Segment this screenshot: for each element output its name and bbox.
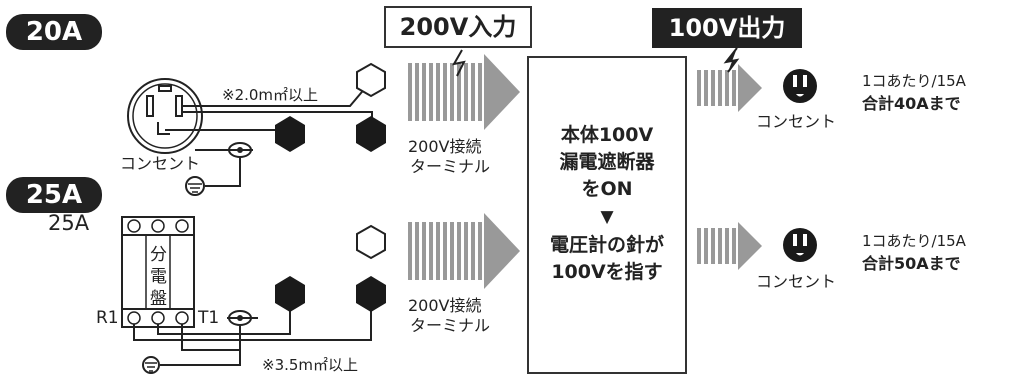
distribution-panel bbox=[121, 216, 195, 328]
breaker-knob-icon bbox=[227, 310, 253, 326]
outlet-label-top-right: コンセント bbox=[756, 112, 837, 131]
outlet-label-bottom-right: コンセント bbox=[756, 272, 837, 291]
terminal-hex-filled-icon bbox=[356, 116, 386, 152]
panel-rating: 25A bbox=[48, 211, 90, 235]
outlet-bottom-right-icon bbox=[783, 228, 817, 262]
label-r1: R1 bbox=[96, 308, 119, 328]
terminal-label-bottom-line2: ターミナル bbox=[410, 316, 491, 335]
bottom-capacity-line2: 合計50Aまで bbox=[862, 254, 961, 273]
input-arrow-top-icon bbox=[408, 54, 520, 130]
main-line1: 本体100V bbox=[560, 124, 654, 146]
ground-icon bbox=[142, 356, 160, 374]
output-callout: 100V出力 bbox=[652, 8, 802, 48]
panel-char: 電 bbox=[150, 267, 167, 287]
main-unit-box: 本体100V 漏電遮断器 をON ▼ 電圧計の針が 100Vを指す bbox=[527, 56, 687, 374]
top-capacity-line2: 合計40Aまで bbox=[862, 94, 961, 113]
wire-spec-top: ※2.0m㎡以上 bbox=[222, 86, 319, 104]
terminal-hex-filled-icon bbox=[356, 276, 386, 312]
input-callout: 200V入力 bbox=[384, 6, 532, 48]
output-arrow-bottom-icon bbox=[697, 222, 762, 270]
main-line2: 漏電遮断器 bbox=[559, 151, 655, 173]
outlet-top-right-icon bbox=[783, 69, 817, 103]
terminal-hex-open-icon bbox=[356, 62, 386, 98]
bottom-capacity-line1: 1コあたり/15A bbox=[862, 232, 966, 250]
input-arrow-bottom-icon bbox=[408, 213, 520, 289]
badge-20a: 20A bbox=[6, 14, 102, 50]
panel-char: 分 bbox=[150, 245, 167, 265]
top-capacity-line1: 1コあたり/15A bbox=[862, 72, 966, 90]
output-arrow-top-icon bbox=[697, 64, 762, 112]
terminal-label-top-line2: ターミナル bbox=[410, 157, 491, 176]
down-arrow-icon: ▼ bbox=[600, 207, 614, 227]
lightning-icon bbox=[452, 49, 466, 77]
terminal-label-top-line1: 200V接続 bbox=[408, 137, 482, 156]
outlet-20a-icon bbox=[127, 78, 203, 154]
main-line5: 100Vを指す bbox=[551, 261, 663, 283]
breaker-knob-icon bbox=[227, 142, 253, 158]
terminal-label-bottom-line1: 200V接続 bbox=[408, 296, 482, 315]
terminal-hex-open-icon bbox=[356, 224, 386, 260]
panel-char: 盤 bbox=[150, 289, 167, 309]
outlet-label-left: コンセント bbox=[120, 154, 201, 173]
main-line4: 電圧計の針が bbox=[549, 234, 664, 256]
terminal-hex-filled-icon bbox=[275, 276, 305, 312]
main-line3: をON bbox=[581, 178, 633, 200]
wire-spec-bottom: ※3.5m㎡以上 bbox=[262, 356, 359, 374]
lightning-icon bbox=[723, 47, 740, 73]
ground-icon bbox=[185, 176, 205, 196]
label-t1: T1 bbox=[198, 308, 220, 328]
terminal-hex-filled-icon bbox=[275, 116, 305, 152]
badge-25a: 25A bbox=[6, 177, 102, 213]
